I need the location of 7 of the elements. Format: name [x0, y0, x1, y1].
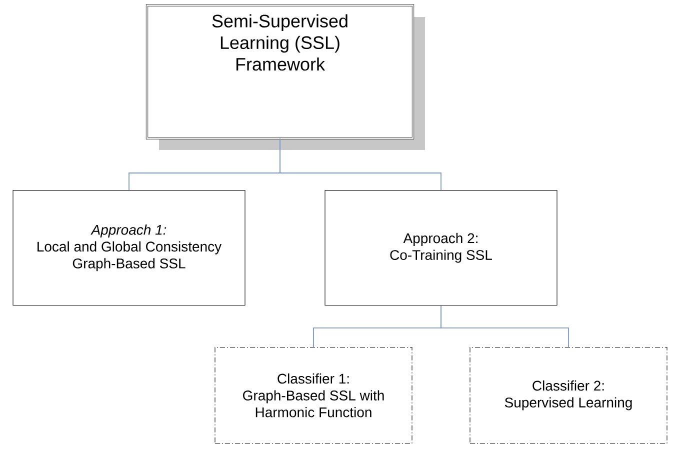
- classifier-box: Classifier 2: Supervised Learning: [470, 346, 668, 444]
- title-box: Semi-Supervised Learning (SSL) Framework: [146, 4, 414, 140]
- approach-box: Approach 1: Local and Global Consistency Graph-Based SSL: [12, 190, 246, 306]
- connector-line: [440, 305, 569, 348]
- classifier-box: Classifier 1: Graph-Based SSL with Harmonic Function: [214, 346, 412, 444]
- connector-line: [280, 138, 442, 190]
- approach-box: Approach 2: Co-Training SSL: [324, 190, 558, 306]
